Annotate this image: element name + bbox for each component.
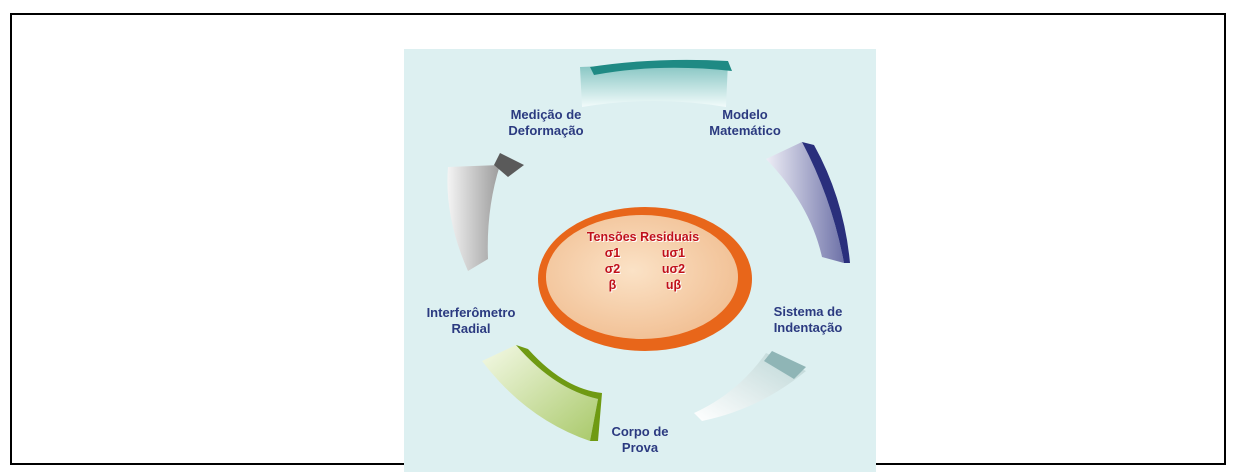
label-line: Sistema de	[773, 304, 843, 319]
label-line: Matemático	[709, 123, 781, 138]
center-symbol: σ1	[604, 246, 621, 260]
label-line: Modelo	[722, 107, 768, 122]
center-ellipse	[538, 207, 752, 351]
label-corpo-de-prova: Corpo de Prova	[600, 424, 680, 456]
center-symbol: β	[608, 278, 617, 292]
center-symbol: σ2	[604, 262, 621, 276]
label-line: Corpo de	[611, 424, 669, 439]
label-line: Radial	[451, 321, 491, 336]
center-text-block: Tensões Residuais σ1 uσ1 σ2 uσ2 β uβ	[582, 229, 704, 293]
center-uncertainty: uσ2	[661, 262, 686, 276]
label-line: Indentação	[773, 320, 843, 335]
label-interferometro-radial: Interferômetro Radial	[416, 305, 526, 337]
figure-frame: Medição de Deformação Modelo Matemático …	[10, 13, 1226, 472]
label-line: Medição de	[510, 107, 582, 122]
center-row: σ1 uσ1	[582, 245, 704, 261]
segment-bottom	[482, 345, 602, 441]
diagram-panel: Medição de Deformação Modelo Matemático …	[404, 49, 876, 472]
segment-right	[766, 142, 850, 263]
label-line: Deformação	[508, 123, 584, 138]
label-medicao-deformacao: Medição de Deformação	[496, 107, 596, 139]
segment-bottom-right	[694, 351, 806, 421]
center-uncertainty: uσ1	[661, 246, 686, 260]
segment-left	[447, 153, 524, 271]
label-line: Interferômetro	[426, 305, 516, 320]
label-sistema-indentacao: Sistema de Indentação	[758, 304, 858, 336]
center-title: Tensões Residuais	[586, 230, 700, 244]
label-modelo-matematico: Modelo Matemático	[700, 107, 790, 139]
center-uncertainty: uβ	[665, 278, 682, 292]
segment-top	[580, 59, 732, 107]
center-row: σ2 uσ2	[582, 261, 704, 277]
label-line: Prova	[621, 440, 659, 455]
center-row: β uβ	[582, 277, 704, 293]
cycle-graphic	[447, 59, 850, 441]
